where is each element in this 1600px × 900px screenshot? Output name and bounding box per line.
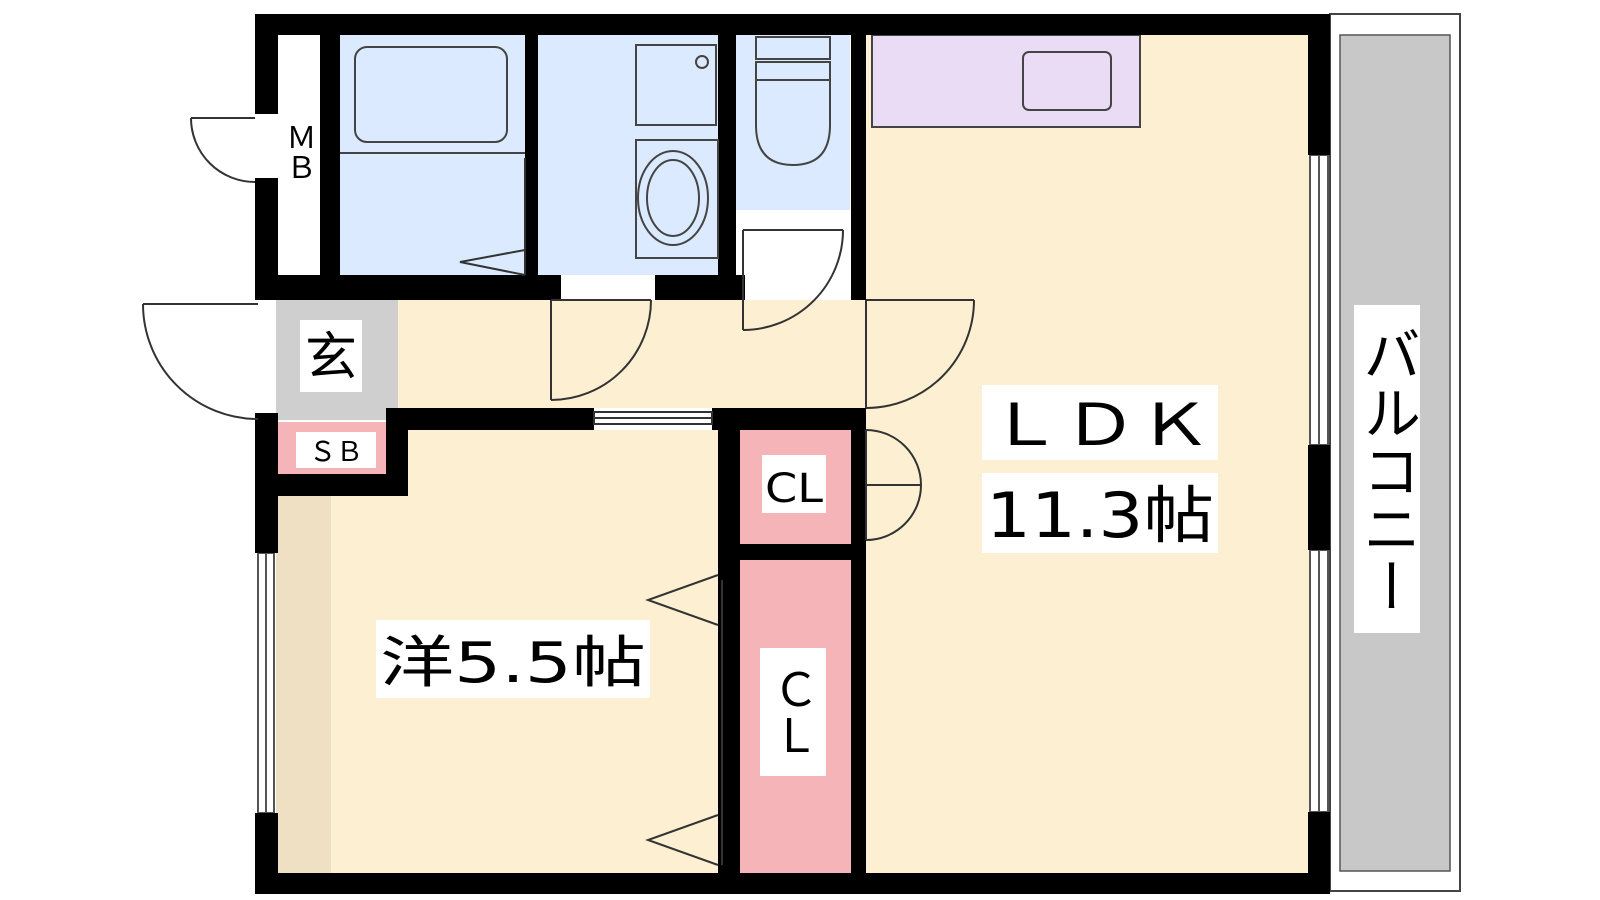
closet-small-label: CL [765,466,824,512]
walls [255,14,1330,894]
balcony-label: バルコニー [1353,325,1421,615]
ldk-size-label: 11.3帖 [986,479,1214,552]
vanity-icon [635,139,719,259]
bathroom-floor [340,35,525,275]
toilet-bowl-icon [755,80,831,167]
label-backgrounds [282,115,1420,776]
toilet-lid-icon [755,61,831,81]
ldk-name-label: ＬＤＫ [988,391,1212,459]
hallway-floor [395,300,866,408]
wash-basin-inner-icon [646,159,700,237]
kitchen-sink-icon [1022,51,1112,111]
washing-machine-icon [635,44,717,126]
western-room-label: 洋5.5帖 [380,631,646,696]
kitchen-counter [871,34,1141,128]
shoe-box-label: ＳＢ [309,437,363,468]
doors [142,117,975,866]
toilet-tank-icon [755,36,831,60]
meter-box-label: ＭＢ [281,122,316,182]
western-window [257,552,275,814]
entrance-label: 玄 [305,328,357,388]
bathtub-icon [354,46,508,143]
closet-large-label: ＣＬ [766,666,820,758]
wash-basin-icon [637,150,709,246]
flooring-strip [276,495,331,873]
faucet-icon [695,55,709,69]
ldk-windows [1309,154,1329,813]
